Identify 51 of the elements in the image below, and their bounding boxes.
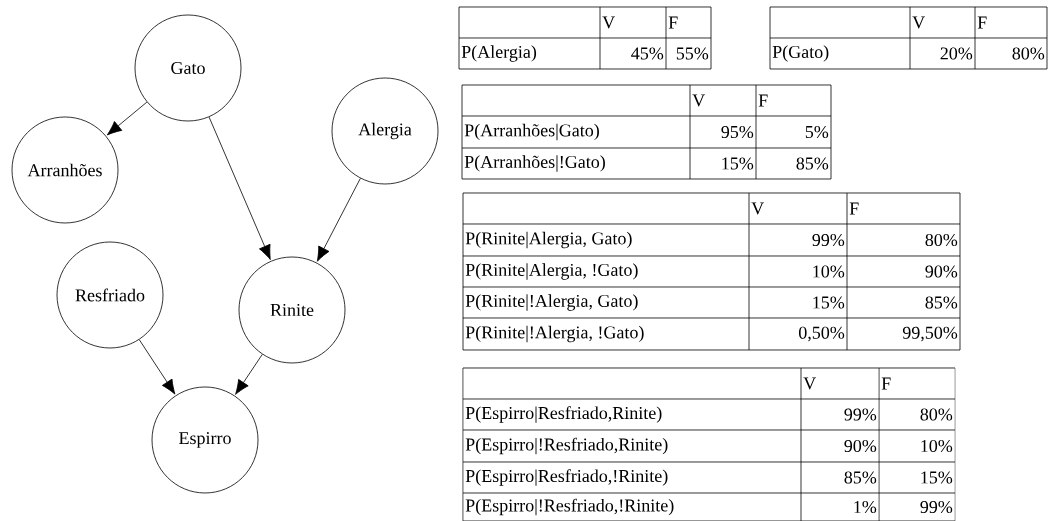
- table-cell: P(Arranhões|!Gato): [464, 155, 605, 172]
- arrow: [138, 339, 176, 395]
- arrow: [316, 178, 361, 262]
- table-cell: 99%: [812, 233, 845, 247]
- table-cell: V: [751, 202, 764, 215]
- table-cell: 99%: [920, 500, 953, 514]
- table-cell: 80%: [920, 408, 953, 421]
- table-cell: V: [602, 16, 615, 29]
- table-cell: 85%: [796, 157, 829, 170]
- table-cell: 80%: [1012, 47, 1045, 60]
- table-cell: 55%: [676, 47, 709, 60]
- table-cell: P(Rinite|Alergia, !Gato): [465, 263, 638, 280]
- table-cell: P(Rinite|!Alergia, !Gato): [465, 325, 644, 343]
- table-cell: 15%: [813, 296, 845, 309]
- table-cell: F: [977, 16, 987, 29]
- table-cell: P(Rinite|Alergia, Gato): [465, 231, 632, 249]
- table-cell: F: [758, 94, 768, 107]
- table-cell: F: [849, 202, 859, 215]
- table-cell: 80%: [925, 233, 958, 247]
- table-cell: 99%: [844, 408, 877, 421]
- table-cell: 90%: [844, 439, 877, 453]
- table-cell: 0,50%: [799, 326, 845, 342]
- table-cell: P(Alergia): [461, 45, 537, 62]
- table-cell: F: [881, 377, 891, 390]
- table-cell: 45%: [631, 47, 664, 60]
- table-cell: 95%: [721, 125, 754, 139]
- table-cell: 90%: [925, 265, 958, 278]
- table-cell: P(Espirro|!Resfriado,!Rinite): [465, 498, 674, 516]
- table-cell: V: [912, 16, 925, 29]
- table-cell: P(Gato): [772, 45, 829, 62]
- table-cell: P(Espirro|Resfriado,!Rinite): [465, 469, 668, 486]
- table-cell: 85%: [925, 296, 958, 309]
- table-cell: 10%: [813, 265, 845, 278]
- table-cell: 1%: [854, 500, 877, 514]
- arrow: [208, 116, 271, 260]
- table-cell: P(Rinite|!Alergia, Gato): [465, 294, 638, 311]
- arrow: [106, 101, 148, 136]
- table-cell: 20%: [940, 47, 973, 60]
- arrow: [235, 353, 263, 395]
- table-cell: P(Arranhões|Gato): [464, 123, 599, 141]
- table-cell: P(Espirro|!Resfriado,Rinite): [465, 437, 668, 455]
- table-cell: F: [668, 16, 678, 29]
- table-cell: P(Espirro|Resfriado,Rinite): [465, 406, 662, 423]
- table-cell: 5%: [805, 125, 829, 139]
- table-cell: 99,50%: [902, 326, 958, 342]
- table-cell: 85%: [844, 471, 877, 484]
- table-cell: V: [803, 377, 816, 390]
- table-cell: 15%: [722, 157, 754, 170]
- table-cell: 10%: [921, 439, 953, 453]
- table-cell: V: [692, 94, 705, 107]
- table-cell: 15%: [921, 471, 953, 484]
